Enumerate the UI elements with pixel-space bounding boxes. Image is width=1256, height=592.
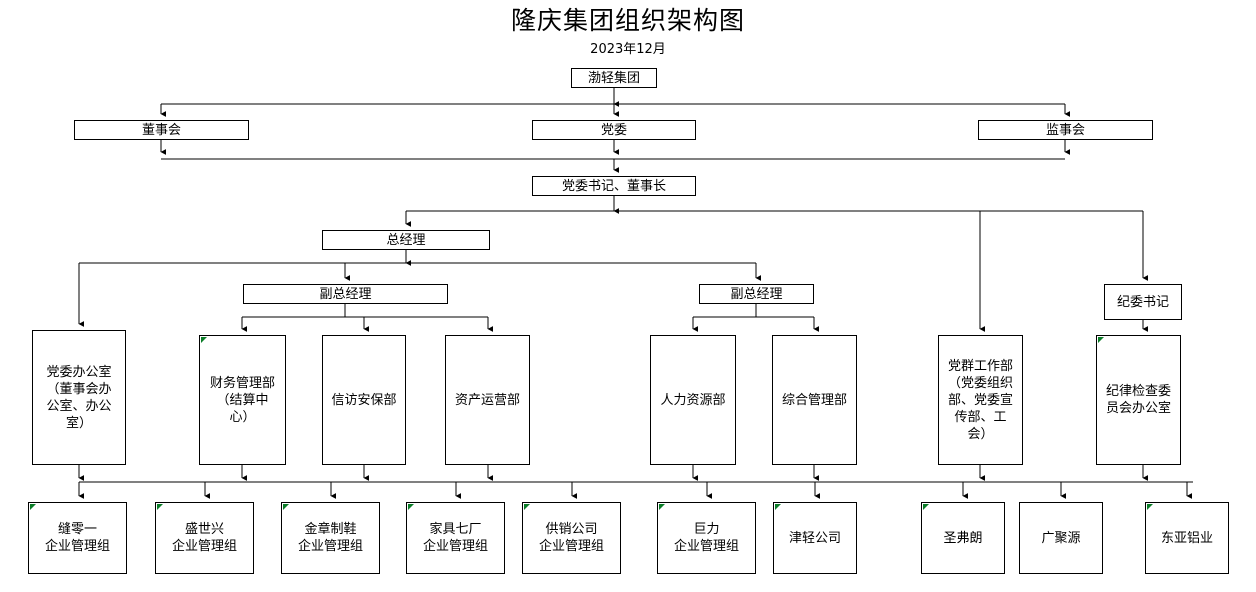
org-node-label: 党委 xyxy=(600,122,627,138)
org-node-label: 金章制鞋 企业管理组 xyxy=(297,522,363,554)
org-node-d_finance[interactable]: 财务管理部 （结算中 心） xyxy=(199,335,286,465)
org-node-d_party_office[interactable]: 党委办公室 （董事会办 公室、办公 室） xyxy=(32,330,126,465)
org-node-c_fengling[interactable]: 缝零一 企业管理组 xyxy=(28,502,127,574)
org-node-label: 信访安保部 xyxy=(331,392,397,408)
org-node-label: 巨力 企业管理组 xyxy=(673,522,739,554)
org-node-d_mass_work[interactable]: 党群工作部 （党委组织 部、党委宣 传部、工 会） xyxy=(938,335,1023,465)
org-node-n_gm[interactable]: 总经理 xyxy=(322,230,490,250)
org-node-c_dongya[interactable]: 东亚铝业 xyxy=(1145,502,1229,574)
org-node-label: 财务管理部 （结算中 心） xyxy=(209,375,275,425)
chart-subtitle: 2023年12月 xyxy=(590,42,666,57)
org-node-label: 综合管理部 xyxy=(781,392,847,408)
org-node-n_discipline_sec[interactable]: 纪委书记 xyxy=(1104,284,1182,320)
org-node-label: 监事会 xyxy=(1045,122,1085,138)
org-node-d_general[interactable]: 综合管理部 xyxy=(772,335,857,465)
org-node-n_chairman[interactable]: 党委书记、董事长 xyxy=(532,176,696,196)
org-node-label: 津轻公司 xyxy=(788,530,841,546)
org-node-label: 供销公司 企业管理组 xyxy=(538,522,604,554)
org-node-c_shengfulang[interactable]: 圣弗朗 xyxy=(921,502,1005,574)
org-node-label: 纪委书记 xyxy=(1116,294,1169,310)
org-node-n_vgm2[interactable]: 副总经理 xyxy=(699,284,814,304)
org-node-c_shengshixing[interactable]: 盛世兴 企业管理组 xyxy=(155,502,254,574)
org-node-c_jinzhang[interactable]: 金章制鞋 企业管理组 xyxy=(281,502,380,574)
org-node-d_asset[interactable]: 资产运营部 xyxy=(445,335,530,465)
org-node-d_discipline_office[interactable]: 纪律检查委 员会办公室 xyxy=(1096,335,1181,465)
org-node-n_board[interactable]: 董事会 xyxy=(74,120,249,140)
org-node-c_jinqing[interactable]: 津轻公司 xyxy=(773,502,857,574)
org-node-label: 董事会 xyxy=(141,122,181,138)
org-node-label: 总经理 xyxy=(386,232,426,248)
org-node-label: 渤轻集团 xyxy=(587,70,640,86)
org-node-label: 盛世兴 企业管理组 xyxy=(171,522,237,554)
org-node-label: 资产运营部 xyxy=(454,392,520,408)
org-node-label: 缝零一 企业管理组 xyxy=(44,522,110,554)
org-node-label: 东亚铝业 xyxy=(1160,530,1213,546)
org-node-n_vgm1[interactable]: 副总经理 xyxy=(243,284,448,304)
org-node-c_gongxiao[interactable]: 供销公司 企业管理组 xyxy=(522,502,621,574)
org-node-label: 家具七厂 企业管理组 xyxy=(422,522,488,554)
page-title: 隆庆集团组织架构图 xyxy=(510,6,745,35)
org-node-label: 纪律检查委 员会办公室 xyxy=(1105,384,1171,416)
org-node-label: 党委办公室 （董事会办 公室、办公 室） xyxy=(46,364,112,431)
org-node-label: 人力资源部 xyxy=(660,392,726,408)
org-node-label: 广聚源 xyxy=(1041,530,1081,546)
org-node-label: 副总经理 xyxy=(730,286,783,302)
org-node-label: 党委书记、董事长 xyxy=(561,178,666,194)
org-node-n_supervisory[interactable]: 监事会 xyxy=(978,120,1153,140)
org-node-c_juli[interactable]: 巨力 企业管理组 xyxy=(657,502,756,574)
org-node-c_jiaju7[interactable]: 家具七厂 企业管理组 xyxy=(406,502,505,574)
org-node-d_hr[interactable]: 人力资源部 xyxy=(650,335,736,465)
org-node-n_party[interactable]: 党委 xyxy=(532,120,696,140)
org-node-label: 圣弗朗 xyxy=(943,530,983,546)
org-node-d_petition[interactable]: 信访安保部 xyxy=(322,335,406,465)
org-node-label: 党群工作部 （党委组织 部、党委宣 传部、工 会） xyxy=(947,358,1013,442)
org-node-c_guangjuyuan[interactable]: 广聚源 xyxy=(1019,502,1103,574)
org-node-label: 副总经理 xyxy=(319,286,372,302)
org-node-n_root[interactable]: 渤轻集团 xyxy=(571,68,657,88)
